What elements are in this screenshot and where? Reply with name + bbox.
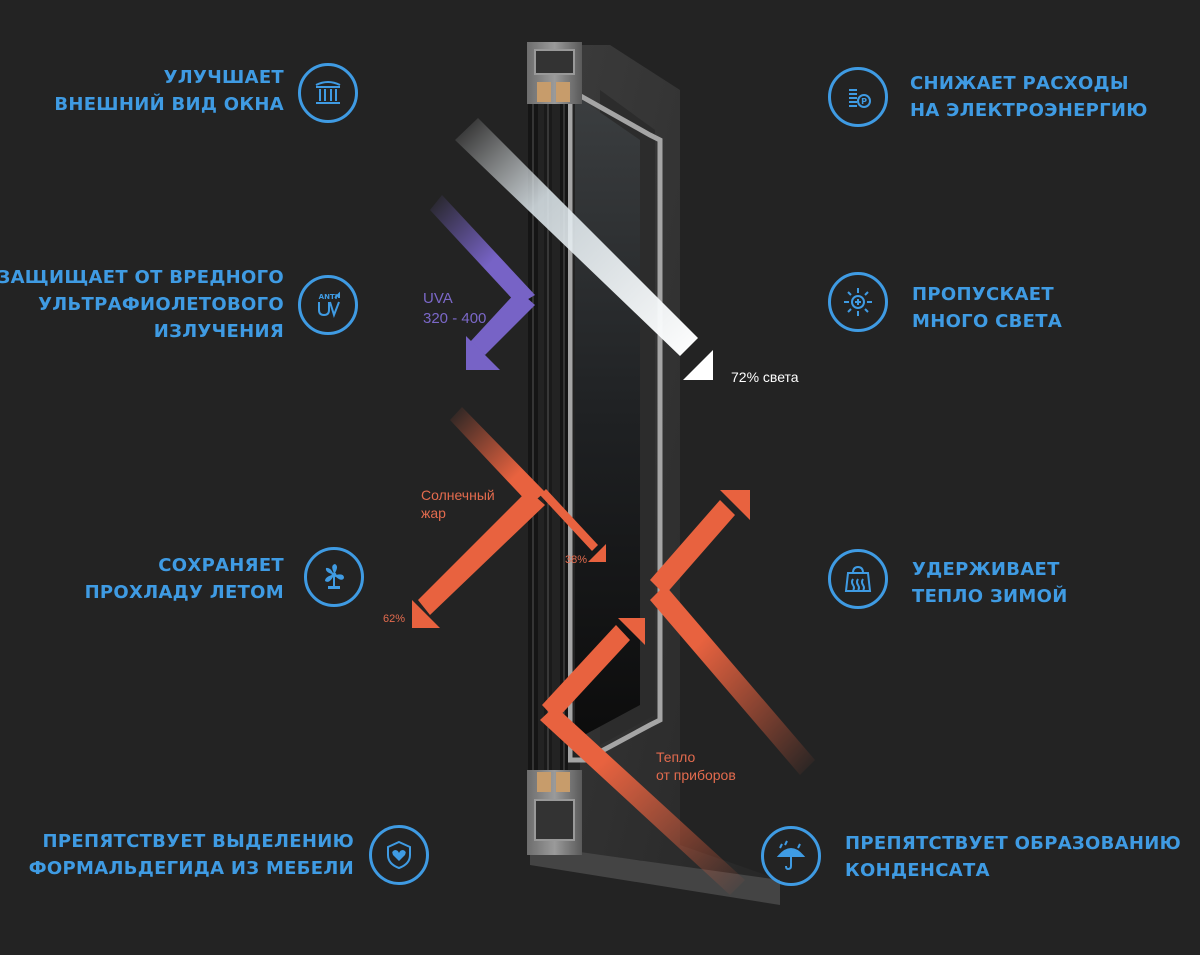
solar-heat-arrow	[412, 407, 606, 628]
feature-line: прохладу летом	[84, 582, 284, 603]
solar-heat-label-line: Солнечный	[421, 487, 495, 503]
feature-line: Улучшает	[163, 67, 284, 88]
svg-text:ANTI: ANTI	[319, 293, 338, 301]
svg-text:P: P	[861, 97, 867, 106]
feature-formaldehyde: Препятствует выделению формальдегида из …	[29, 828, 354, 882]
feature-line: на электроэнергию	[910, 100, 1148, 121]
uva-label-line: UVA	[423, 290, 453, 307]
feature-line: формальдегида из мебели	[28, 858, 354, 879]
feature-condensation: Препятствует образованию конденсата	[845, 830, 1181, 884]
solar-heat-label-line: жар	[421, 505, 446, 521]
light-percent-label: 72% света	[731, 369, 799, 385]
device-heat-arrow	[540, 490, 815, 895]
light-arrow	[455, 118, 713, 380]
feature-line: Препятствует выделению	[42, 831, 354, 852]
sun-icon	[828, 272, 888, 332]
energy-coin-icon: P	[828, 67, 888, 127]
uva-label-line: 320 - 400	[423, 310, 487, 327]
feature-line: много света	[912, 311, 1063, 332]
pct-38-label: 38%	[565, 554, 588, 566]
uv-arrow	[430, 195, 535, 370]
heat-bag-icon	[828, 549, 888, 609]
window-sill	[530, 845, 780, 905]
sash-frame	[567, 85, 663, 763]
feature-line: Пропускает	[912, 284, 1054, 305]
feature-lets-light: Пропускает много света	[912, 281, 1062, 335]
device-heat-label-line: Тепло	[656, 749, 696, 765]
umbrella-rain-icon	[761, 826, 821, 886]
feature-line: ультрафиолетового	[38, 294, 284, 315]
feature-uv-protection: Защищает от вредного ультрафиолетового и…	[0, 264, 284, 345]
column-icon	[298, 63, 358, 123]
solar-heat-label: Солнечный жар	[421, 486, 495, 522]
feature-line: Снижает расходы	[910, 73, 1129, 94]
device-heat-label: Тепло от приборов	[656, 748, 736, 784]
shield-heart-icon	[369, 825, 429, 885]
feature-energy-savings: Снижает расходы на электроэнергию	[910, 70, 1148, 124]
feature-keeps-warm: Удерживает тепло зимой	[912, 556, 1068, 610]
uva-label: UVA 320 - 400	[423, 289, 486, 329]
device-heat-label-line: от приборов	[656, 767, 736, 783]
pct-62-label: 62%	[383, 613, 406, 625]
feature-line: тепло зимой	[912, 586, 1068, 607]
fan-icon	[304, 547, 364, 607]
feature-line: конденсата	[845, 860, 990, 881]
feature-line: Сохраняет	[158, 555, 284, 576]
feature-line: излучения	[153, 321, 284, 342]
feature-improves-look: Улучшает внешний вид окна	[54, 64, 284, 118]
feature-line: Препятствует образованию	[845, 833, 1182, 854]
anti-uv-icon: ANTI	[298, 275, 358, 335]
feature-line: внешний вид окна	[54, 94, 284, 115]
feature-line: Удерживает	[912, 559, 1060, 580]
feature-line: Защищает от вредного	[0, 267, 284, 288]
feature-keeps-cool: Сохраняет прохладу летом	[85, 552, 284, 606]
